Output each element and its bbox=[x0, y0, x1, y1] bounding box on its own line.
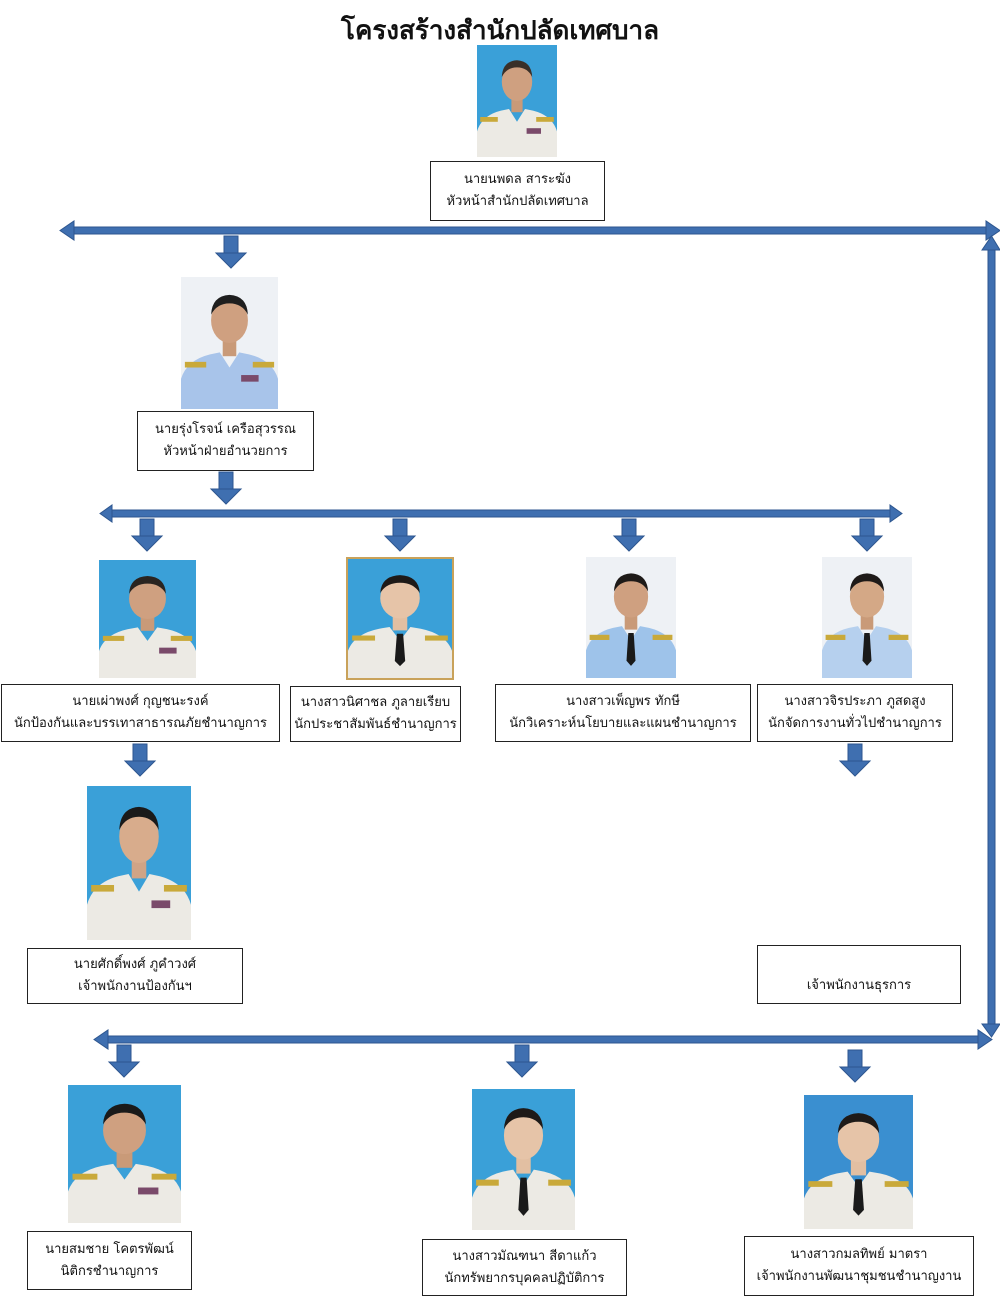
staff-2-photo bbox=[346, 557, 454, 680]
sub-staff-2-card: เจ้าพนักงานธุรการ bbox=[757, 945, 961, 1004]
staff-3-name: นางสาวเพ็ญพร ทักษี bbox=[566, 694, 680, 709]
bottom-staff-2-name: นางสาวมัณฑนา สีดาแก้ว bbox=[452, 1248, 597, 1264]
admin-head-photo bbox=[181, 277, 278, 409]
down-arrow-staff-2 bbox=[384, 518, 416, 552]
bottom-staff-3-card: นางสาวกมลทิพย์ มาตรา เจ้าพนักงานพัฒนาชุม… bbox=[744, 1236, 974, 1296]
admin-head-name: นายรุ่งโรจน์ เครือสุวรรณ bbox=[155, 422, 296, 437]
bottom-staff-1-position: นิติกรชำนาญการ bbox=[60, 1263, 159, 1279]
bottom-staff-2-photo bbox=[472, 1089, 575, 1230]
staff-1-position: นักป้องกันและบรรเทาสาธารณภัยชำนาญการ bbox=[13, 716, 268, 731]
sub-staff-2-position: เจ้าพนักงานธุรการ bbox=[806, 978, 912, 993]
bottom-staff-1-photo bbox=[68, 1085, 181, 1223]
down-arrow-bottom-2 bbox=[506, 1044, 538, 1078]
staff-2-position: นักประชาสัมพันธ์ชำนาญการ bbox=[294, 717, 457, 732]
staff-1-card: นายเผ่าพงศ์ กุญชนะรงค์ นักป้องกันและบรรเ… bbox=[1, 684, 280, 742]
bottom-staff-1-card: นายสมชาย โคตรพัฒน์ นิติกรชำนาญการ bbox=[27, 1231, 192, 1290]
down-arrow-sub-staff-1 bbox=[124, 743, 156, 777]
down-arrow-staff-3 bbox=[613, 518, 645, 552]
staff-1-photo bbox=[99, 560, 196, 678]
bottom-staff-1-name: นายสมชาย โคตรพัฒน์ bbox=[45, 1241, 174, 1257]
down-arrow-staff-4 bbox=[851, 518, 883, 552]
sub-staff-1-position: เจ้าพนักงานป้องกันฯ bbox=[78, 979, 192, 994]
staff-3-photo bbox=[586, 557, 676, 678]
bottom-branch-line bbox=[93, 1029, 993, 1050]
admin-head-position: หัวหน้าฝ่ายอำนวยการ bbox=[163, 444, 288, 459]
down-arrow-sub-staff-2 bbox=[839, 743, 871, 777]
middle-branch-line bbox=[99, 504, 903, 523]
staff-4-photo bbox=[822, 557, 912, 678]
bottom-staff-2-position: นักทรัพยากรบุคคลปฏิบัติการ bbox=[444, 1270, 605, 1286]
bottom-staff-3-position: เจ้าพนักงานพัฒนาชุมชนชำนาญงาน bbox=[756, 1269, 962, 1284]
bottom-staff-3-name: นางสาวกมลทิพย์ มาตรา bbox=[790, 1247, 928, 1262]
staff-3-card: นางสาวเพ็ญพร ทักษี นักวิเคราะห์นโยบายและ… bbox=[495, 684, 751, 742]
director-name: นายนพดล สาระฆัง bbox=[464, 172, 571, 187]
sub-staff-1-photo bbox=[87, 786, 191, 940]
staff-1-name: นายเผ่าพงศ์ กุญชนะรงค์ bbox=[72, 694, 209, 709]
right-vertical-line bbox=[981, 235, 1000, 1038]
down-arrow-staff-1 bbox=[131, 518, 163, 552]
staff-4-name: นางสาวจิรประภา ภูสดสูง bbox=[784, 694, 926, 709]
down-arrow-from-admin bbox=[210, 471, 242, 505]
sub-staff-1-card: นายศักดิ์พงศ์ ภูคำวงศ์ เจ้าพนักงานป้องกั… bbox=[27, 948, 243, 1004]
admin-head-card: นายรุ่งโรจน์ เครือสุวรรณ หัวหน้าฝ่ายอำนว… bbox=[137, 411, 314, 471]
down-arrow-bottom-1 bbox=[108, 1044, 140, 1078]
top-branch-line bbox=[59, 220, 1000, 241]
director-photo bbox=[477, 45, 557, 157]
director-card: นายนพดล สาระฆัง หัวหน้าสำนักปลัดเทศบาล bbox=[430, 161, 605, 221]
down-arrow-admin-head bbox=[215, 235, 247, 269]
sub-staff-1-name: นายศักดิ์พงศ์ ภูคำวงศ์ bbox=[73, 957, 197, 972]
staff-4-card: นางสาวจิรประภา ภูสดสูง นักจัดการงานทั่วไ… bbox=[757, 684, 953, 742]
staff-2-card: นางสาวนิศาชล ภูลายเรียบ นักประชาสัมพันธ์… bbox=[290, 686, 461, 742]
bottom-staff-2-card: นางสาวมัณฑนา สีดาแก้ว นักทรัพยากรบุคคลปฏ… bbox=[422, 1239, 627, 1296]
chart-title: โครงสร้างสำนักปลัดเทศบาล bbox=[340, 16, 660, 46]
down-arrow-bottom-3 bbox=[839, 1049, 871, 1083]
staff-2-name: นางสาวนิศาชล ภูลายเรียบ bbox=[300, 695, 451, 710]
staff-3-position: นักวิเคราะห์นโยบายและแผนชำนาญการ bbox=[509, 716, 737, 731]
staff-4-position: นักจัดการงานทั่วไปชำนาญการ bbox=[768, 716, 942, 731]
director-position: หัวหน้าสำนักปลัดเทศบาล bbox=[446, 194, 589, 209]
bottom-staff-3-photo bbox=[804, 1095, 913, 1229]
